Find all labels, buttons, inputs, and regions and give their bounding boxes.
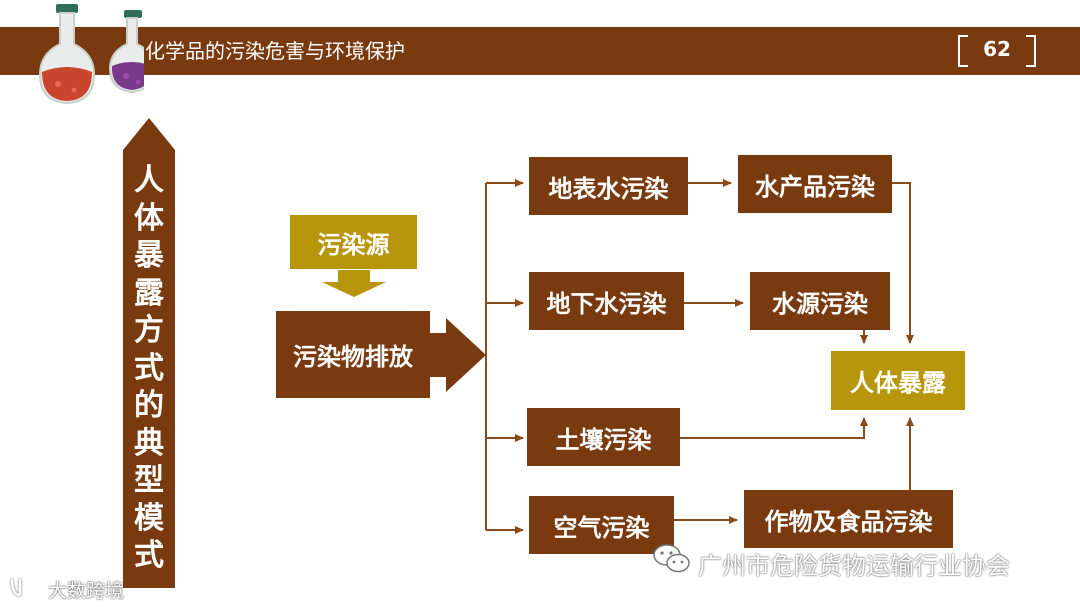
flask-red-icon [38, 4, 96, 104]
node-ground-water: 地下水污染 [529, 272, 684, 330]
arrow-aquatic-to-human [892, 182, 914, 344]
page-title: 化学品的污染危害与环境保护 [145, 39, 405, 63]
page-number: 62 [983, 37, 1011, 61]
arrow-soil-to-human [680, 417, 868, 439]
bracket-left [958, 35, 968, 67]
node-surface-water: 地表水污染 [529, 157, 688, 215]
node-aquatic-products: 水产品污染 [738, 155, 892, 213]
node-human-exposure: 人体暴露 [831, 351, 965, 410]
node-source: 污染源 [290, 215, 417, 269]
node-crops-food: 作物及食品污染 [744, 490, 953, 548]
watermark-brand: 大数跨境 [48, 580, 125, 602]
watermark-association: 广州市危险货物运输行业协会 [698, 552, 1010, 580]
side-label-text: 人体暴露方式的典型模式 [134, 163, 164, 573]
node-air: 空气污染 [529, 496, 674, 554]
node-emission: 污染物排放 [276, 311, 430, 398]
emission-right-arrow [428, 318, 486, 392]
header-bar [0, 27, 1080, 75]
source-down-arrow [322, 270, 386, 297]
node-water-source: 水源污染 [750, 272, 890, 330]
node-soil: 土壤污染 [527, 408, 680, 466]
wechat-icon [653, 544, 690, 573]
bracket-right [1026, 35, 1036, 67]
flask-icons [38, 4, 144, 104]
watermark-logo-icon [10, 576, 45, 597]
page-number-badge: 62 [958, 35, 1036, 67]
flask-purple-icon [108, 10, 144, 94]
side-label-arrow [123, 118, 175, 588]
